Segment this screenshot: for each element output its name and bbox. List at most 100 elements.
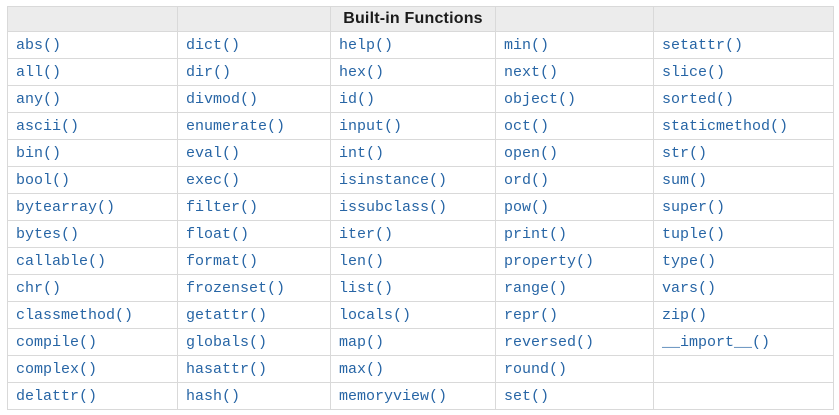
function-link[interactable]: repr()	[504, 306, 559, 324]
function-link[interactable]: sum()	[662, 171, 708, 189]
function-cell: str()	[653, 139, 834, 167]
function-link[interactable]: abs()	[16, 36, 62, 54]
empty-cell	[653, 355, 834, 383]
function-link[interactable]: vars()	[662, 279, 717, 297]
function-cell: eval()	[177, 139, 331, 167]
function-link[interactable]: max()	[339, 360, 385, 378]
function-link[interactable]: classmethod()	[16, 306, 134, 324]
function-link[interactable]: frozenset()	[186, 279, 286, 297]
function-cell: filter()	[177, 193, 331, 221]
function-link[interactable]: type()	[662, 252, 717, 270]
function-link[interactable]: float()	[186, 225, 250, 243]
function-cell: issubclass()	[330, 193, 496, 221]
function-link[interactable]: id()	[339, 90, 376, 108]
function-cell: bin()	[7, 139, 178, 167]
function-link[interactable]: list()	[339, 279, 394, 297]
function-link[interactable]: hash()	[186, 387, 241, 405]
function-link[interactable]: callable()	[16, 252, 107, 270]
table-row: delattr() hash() memoryview() set()	[7, 382, 834, 410]
function-link[interactable]: setattr()	[662, 36, 744, 54]
function-link[interactable]: next()	[504, 63, 559, 81]
table-row: abs() dict() help() min() setattr()	[7, 31, 834, 59]
function-link[interactable]: chr()	[16, 279, 62, 297]
function-link[interactable]: getattr()	[186, 306, 268, 324]
function-link[interactable]: compile()	[16, 333, 98, 351]
function-link[interactable]: issubclass()	[339, 198, 448, 216]
table-header-cell-empty	[653, 6, 834, 32]
function-link[interactable]: memoryview()	[339, 387, 448, 405]
function-link[interactable]: len()	[339, 252, 385, 270]
function-link[interactable]: reversed()	[504, 333, 595, 351]
function-cell: round()	[495, 355, 654, 383]
function-link[interactable]: dir()	[186, 63, 232, 81]
function-link[interactable]: input()	[339, 117, 403, 135]
function-link[interactable]: bytes()	[16, 225, 80, 243]
function-link[interactable]: min()	[504, 36, 550, 54]
function-link[interactable]: complex()	[16, 360, 98, 378]
function-link[interactable]: ord()	[504, 171, 550, 189]
function-link[interactable]: iter()	[339, 225, 394, 243]
function-link[interactable]: int()	[339, 144, 385, 162]
function-link[interactable]: bool()	[16, 171, 71, 189]
function-cell: hasattr()	[177, 355, 331, 383]
table-row: bytes() float() iter() print() tuple()	[7, 220, 834, 248]
function-cell: frozenset()	[177, 274, 331, 302]
function-link[interactable]: dict()	[186, 36, 241, 54]
function-link[interactable]: divmod()	[186, 90, 259, 108]
function-link[interactable]: help()	[339, 36, 394, 54]
function-cell: print()	[495, 220, 654, 248]
function-cell: getattr()	[177, 301, 331, 329]
function-link[interactable]: round()	[504, 360, 568, 378]
table-row: bin() eval() int() open() str()	[7, 139, 834, 167]
function-link[interactable]: super()	[662, 198, 726, 216]
function-link[interactable]: enumerate()	[186, 117, 286, 135]
function-link[interactable]: any()	[16, 90, 62, 108]
table-row: bool() exec() isinstance() ord() sum()	[7, 166, 834, 194]
function-link[interactable]: range()	[504, 279, 568, 297]
function-link[interactable]: open()	[504, 144, 559, 162]
function-link[interactable]: print()	[504, 225, 568, 243]
function-link[interactable]: filter()	[186, 198, 259, 216]
function-link[interactable]: exec()	[186, 171, 241, 189]
function-link[interactable]: str()	[662, 144, 708, 162]
function-link[interactable]: eval()	[186, 144, 241, 162]
function-link[interactable]: object()	[504, 90, 577, 108]
table-row: classmethod() getattr() locals() repr() zip(…	[7, 301, 834, 329]
function-link[interactable]: format()	[186, 252, 259, 270]
function-cell: memoryview()	[330, 382, 496, 410]
function-link[interactable]: tuple()	[662, 225, 726, 243]
function-link[interactable]: pow()	[504, 198, 550, 216]
function-link[interactable]: locals()	[339, 306, 412, 324]
function-link[interactable]: slice()	[662, 63, 726, 81]
function-link[interactable]: all()	[16, 63, 62, 81]
function-cell: open()	[495, 139, 654, 167]
function-link[interactable]: zip()	[662, 306, 708, 324]
table-body: abs() dict() help() min() setattr() all() dir(…	[7, 31, 834, 410]
function-link[interactable]: ascii()	[16, 117, 80, 135]
table-title: Built-in Functions	[330, 6, 496, 32]
function-cell: next()	[495, 58, 654, 86]
function-link[interactable]: isinstance()	[339, 171, 448, 189]
function-link[interactable]: delattr()	[16, 387, 98, 405]
function-link[interactable]: hex()	[339, 63, 385, 81]
function-cell: object()	[495, 85, 654, 113]
function-link[interactable]: bin()	[16, 144, 62, 162]
function-link[interactable]: sorted()	[662, 90, 735, 108]
function-cell: int()	[330, 139, 496, 167]
function-cell: sum()	[653, 166, 834, 194]
function-link[interactable]: bytearray()	[16, 198, 116, 216]
function-cell: chr()	[7, 274, 178, 302]
function-link[interactable]: hasattr()	[186, 360, 268, 378]
function-link[interactable]: globals()	[186, 333, 268, 351]
function-link[interactable]: staticmethod()	[662, 117, 789, 135]
function-cell: set()	[495, 382, 654, 410]
function-link[interactable]: set()	[504, 387, 550, 405]
function-cell: isinstance()	[330, 166, 496, 194]
function-link[interactable]: map()	[339, 333, 385, 351]
function-link[interactable]: property()	[504, 252, 595, 270]
table-header-cell-empty	[495, 6, 654, 32]
function-link[interactable]: __import__()	[662, 333, 771, 351]
function-link[interactable]: oct()	[504, 117, 550, 135]
table-row: bytearray() filter() issubclass() pow() supe…	[7, 193, 834, 221]
function-cell: ord()	[495, 166, 654, 194]
